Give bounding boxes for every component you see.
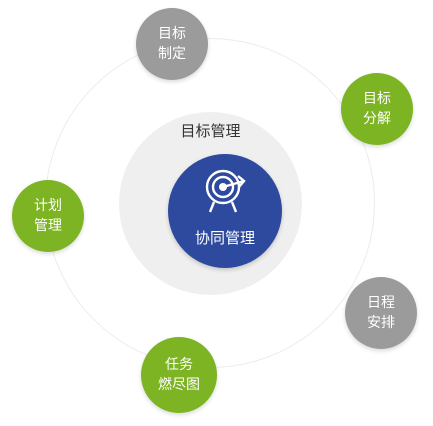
node-line-1: 目标 xyxy=(363,91,391,107)
node-line-1: 目标 xyxy=(158,26,186,42)
target-icon xyxy=(205,169,246,213)
node-line-1: 任务 xyxy=(165,357,193,373)
node-line-1: 日程 xyxy=(367,295,395,311)
center-circle: 协同管理 xyxy=(168,154,282,268)
node-plan-management: 计划 管理 xyxy=(12,180,84,252)
node-task-burndown: 任务 燃尽图 xyxy=(141,337,217,413)
node-line-2: 安排 xyxy=(367,315,395,331)
node-goal-breakdown: 目标 分解 xyxy=(341,73,413,145)
node-line-2: 制定 xyxy=(158,46,186,62)
node-line-2: 管理 xyxy=(34,218,62,234)
center-label: 协同管理 xyxy=(194,229,255,247)
node-schedule: 日程 安排 xyxy=(345,277,417,349)
node-line-2: 分解 xyxy=(363,111,391,127)
inner-circle-label: 目标管理 xyxy=(180,122,241,140)
node-line-2: 燃尽图 xyxy=(158,377,200,393)
node-line-1: 计划 xyxy=(34,198,62,214)
node-goal-setting: 目标 制定 xyxy=(136,8,208,80)
